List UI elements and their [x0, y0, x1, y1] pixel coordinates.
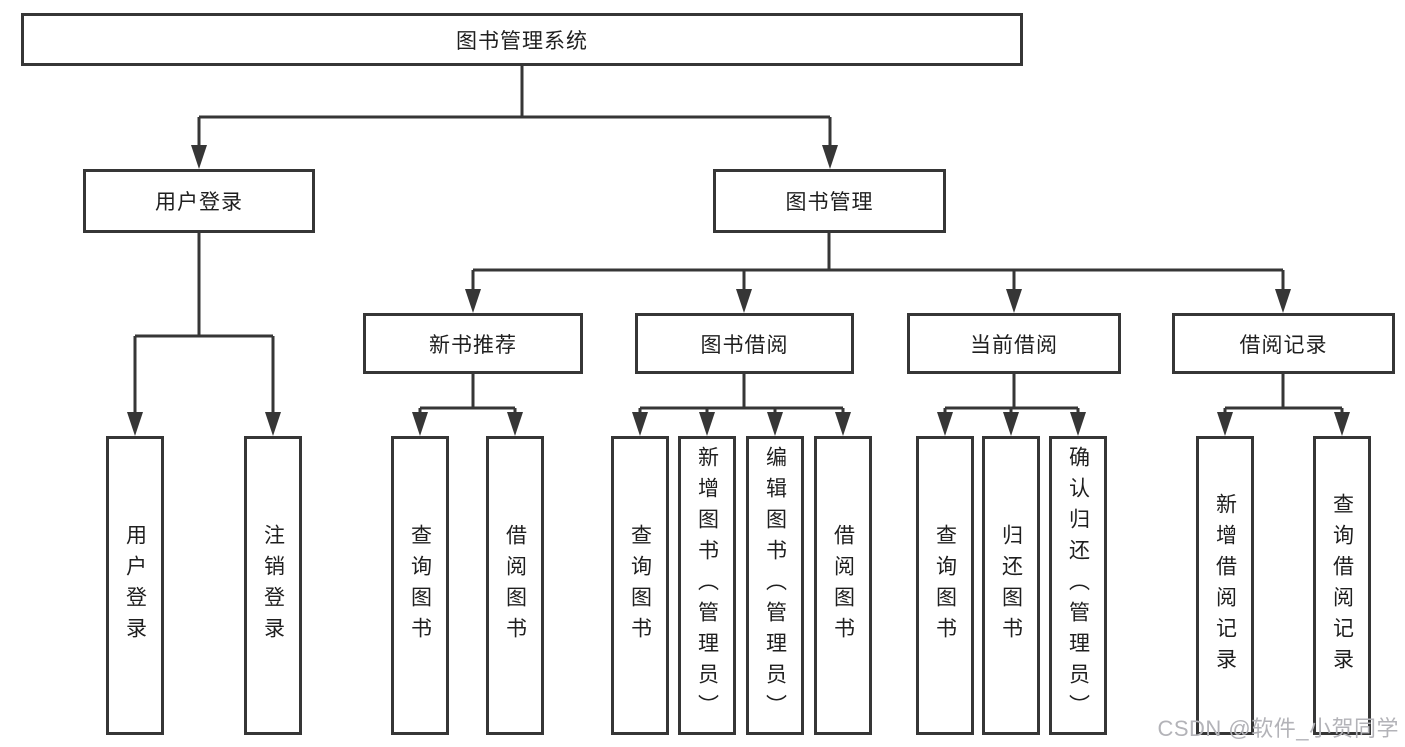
leaf-borrow-books-recommend: 借阅图书 — [486, 436, 544, 735]
node-borrowing-records: 借阅记录 — [1172, 313, 1395, 374]
leaf-query-books-current-label: 查询图书 — [933, 523, 957, 648]
leaf-query-books-borrowing-label: 查询图书 — [628, 523, 652, 648]
leaf-query-books-current: 查询图书 — [916, 436, 974, 735]
node-current-borrowing: 当前借阅 — [907, 313, 1121, 374]
node-borrowing-records-label: 借阅记录 — [1239, 333, 1328, 357]
leaf-query-books-recommend: 查询图书 — [391, 436, 449, 735]
node-new-book-recommend: 新书推荐 — [363, 313, 583, 374]
node-book-borrowing: 图书借阅 — [635, 313, 854, 374]
node-user-login-label: 用户登录 — [155, 191, 243, 214]
node-user-login: 用户登录 — [83, 169, 315, 233]
leaf-query-borrow-record-label: 查询借阅记录 — [1330, 492, 1354, 679]
leaf-confirm-return-admin: 确认归还（管理员） — [1049, 436, 1107, 735]
leaf-add-borrow-record: 新增借阅记录 — [1196, 436, 1254, 735]
root-node-label: 图书管理系统 — [456, 29, 588, 53]
leaf-return-books: 归还图书 — [982, 436, 1040, 735]
watermark: CSDN @软件_小贺同学 — [1157, 716, 1399, 741]
leaf-query-books-recommend-label: 查询图书 — [408, 523, 432, 648]
leaf-user-login: 用户登录 — [106, 436, 164, 735]
node-current-borrowing-label: 当前借阅 — [970, 333, 1058, 357]
leaf-edit-book-admin: 编辑图书（管理员） — [746, 436, 804, 735]
node-book-borrowing-label: 图书借阅 — [700, 333, 789, 357]
leaf-return-books-label: 归还图书 — [999, 523, 1023, 648]
leaf-borrow-books-recommend-label: 借阅图书 — [503, 523, 527, 648]
leaf-add-book-admin: 新增图书（管理员） — [678, 436, 736, 735]
node-new-book-recommend-label: 新书推荐 — [429, 333, 517, 357]
leaf-add-book-admin-label: 新增图书（管理员） — [695, 446, 719, 725]
leaf-borrow-books-label: 借阅图书 — [831, 523, 855, 648]
leaf-borrow-books: 借阅图书 — [814, 436, 872, 735]
leaf-confirm-return-admin-label: 确认归还（管理员） — [1066, 446, 1090, 725]
root-node-library-system: 图书管理系统 — [21, 13, 1023, 66]
node-book-management: 图书管理 — [713, 169, 946, 233]
leaf-logout: 注销登录 — [244, 436, 302, 735]
leaf-edit-book-admin-label: 编辑图书（管理员） — [763, 446, 787, 725]
leaf-add-borrow-record-label: 新增借阅记录 — [1213, 492, 1237, 679]
leaf-query-books-borrowing: 查询图书 — [611, 436, 669, 735]
leaf-logout-label: 注销登录 — [261, 523, 285, 648]
node-book-management-label: 图书管理 — [785, 191, 874, 214]
leaf-query-borrow-record: 查询借阅记录 — [1313, 436, 1371, 735]
leaf-user-login-label: 用户登录 — [123, 523, 147, 648]
